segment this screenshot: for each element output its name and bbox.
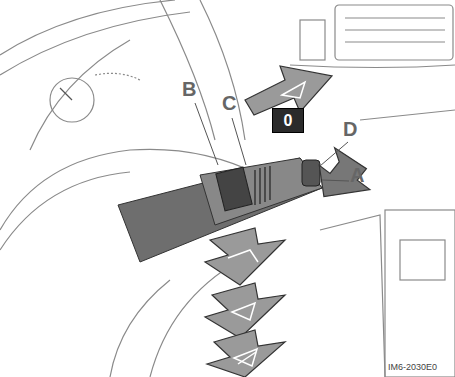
- callout-letter: A: [350, 164, 364, 187]
- position-box: 0: [272, 108, 304, 133]
- position-text: 0: [284, 112, 293, 130]
- callout-letter: B: [182, 78, 196, 101]
- callout-letter: C: [222, 92, 236, 115]
- callout-letter: D: [343, 118, 357, 141]
- figure-code: IM6-2030E0: [388, 362, 437, 372]
